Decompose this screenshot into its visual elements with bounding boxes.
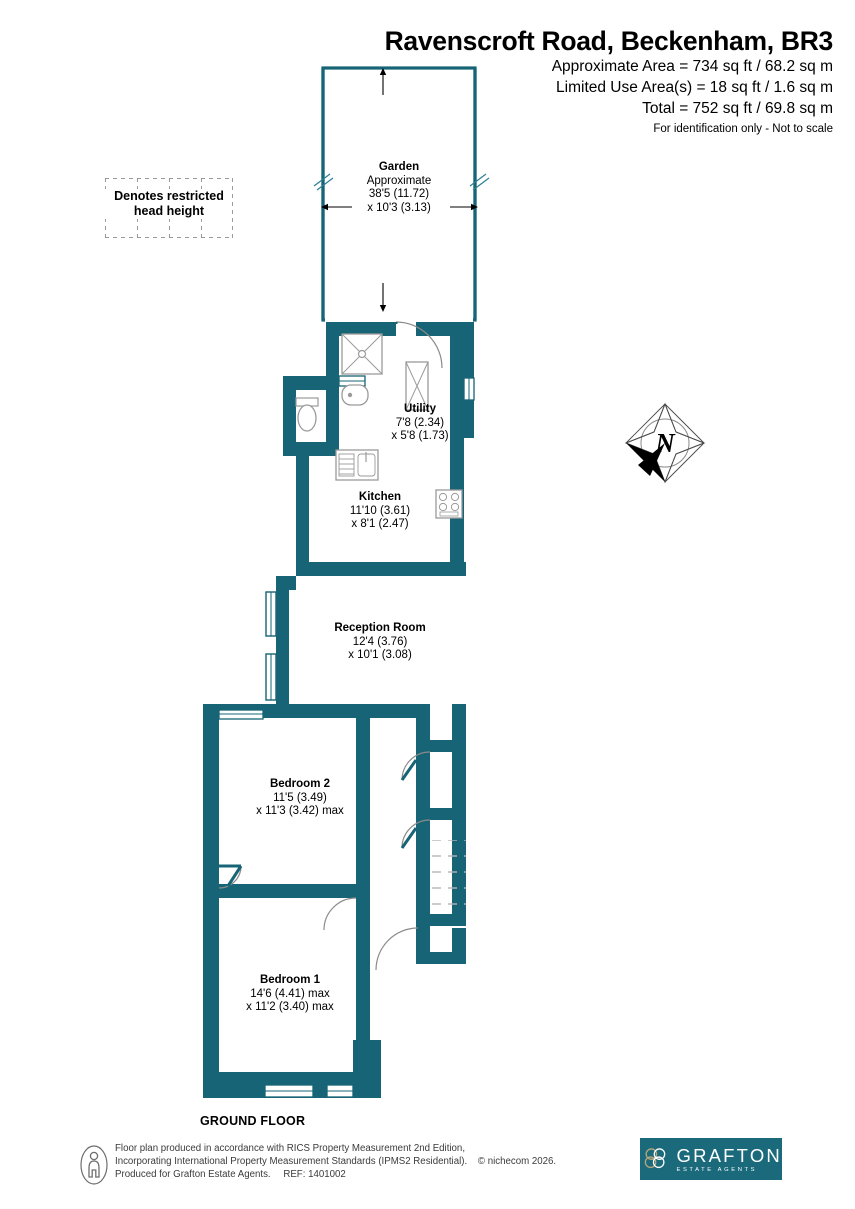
approximate-area: Approximate Area = 734 sq ft / 68.2 sq m bbox=[551, 58, 833, 76]
room-label-bedroom-2: Bedroom 2 11'5 (3.49) x 11'3 (3.42) max bbox=[230, 778, 370, 819]
restricted-head-height-legend: Denotes restricted head height bbox=[105, 178, 233, 238]
room-name: Bedroom 1 bbox=[259, 974, 321, 986]
room-dim-1: 11'10 (3.61) bbox=[349, 504, 411, 517]
room-dim-1: 38'5 (11.72) bbox=[368, 188, 430, 201]
room-label-kitchen: Kitchen 11'10 (3.61) x 8'1 (2.47) bbox=[320, 491, 440, 532]
room-label-utility: Utility 7'8 (2.34) x 5'8 (1.73) bbox=[360, 403, 480, 444]
footer-line-2: Incorporating International Property Mea… bbox=[115, 1156, 468, 1168]
hob-fixture bbox=[435, 489, 463, 519]
grafton-logo[interactable]: GRAFTON ESTATE AGENTS bbox=[640, 1138, 782, 1180]
room-dim-2: x 10'3 (3.13) bbox=[367, 201, 431, 214]
limited-use-area: Limited Use Area(s) = 18 sq ft / 1.6 sq … bbox=[556, 79, 833, 97]
door-leaves bbox=[219, 322, 418, 887]
total-area: Total = 752 sq ft / 69.8 sq m bbox=[642, 100, 833, 118]
room-name: Bedroom 2 bbox=[269, 778, 331, 790]
footer-line-3: Produced for Grafton Estate Agents. bbox=[115, 1169, 271, 1181]
room-label-garden: Garden Approximate 38'5 (11.72) x 10'3 (… bbox=[329, 161, 469, 215]
scale-disclaimer: For identification only - Not to scale bbox=[653, 123, 833, 136]
room-dim-2: x 5'8 (1.73) bbox=[391, 430, 449, 443]
window-openings bbox=[218, 375, 475, 1098]
room-dim-1: 14'6 (4.41) max bbox=[250, 987, 330, 1000]
legend-line-2: head height bbox=[133, 204, 205, 218]
grafton-rings-icon bbox=[644, 1148, 666, 1169]
room-name: Utility bbox=[404, 403, 436, 415]
footer-disclaimer: Floor plan produced in accordance with R… bbox=[115, 1142, 595, 1182]
room-label-bedroom-1: Bedroom 1 14'6 (4.41) max x 11'2 (3.40) … bbox=[220, 974, 360, 1015]
person-icon bbox=[80, 1145, 108, 1185]
utility-appliance bbox=[405, 361, 429, 411]
footer-line-1: Floor plan produced in accordance with R… bbox=[115, 1143, 466, 1154]
room-name: Garden bbox=[378, 161, 420, 173]
room-name: Reception Room bbox=[334, 622, 426, 634]
room-dim-1: 7'8 (2.34) bbox=[395, 416, 445, 429]
toilet-fixture bbox=[295, 397, 319, 432]
compass-rose bbox=[624, 402, 706, 484]
garden-outline bbox=[313, 66, 490, 322]
sink-fixture bbox=[335, 449, 379, 481]
washbasin-fixture bbox=[341, 384, 369, 406]
logo-subtitle: ESTATE AGENTS bbox=[676, 1166, 758, 1173]
room-dim-1: 11'5 (3.49) bbox=[273, 791, 327, 804]
footer-reference: REF: 1401002 bbox=[283, 1169, 346, 1181]
floor-level-label: GROUND FLOOR bbox=[200, 1114, 306, 1128]
room-label-reception-room: Reception Room 12'4 (3.76) x 10'1 (3.08) bbox=[310, 622, 450, 663]
legend-label: Denotes restricted head height bbox=[105, 189, 233, 219]
compass-north-label: N bbox=[654, 428, 676, 458]
logo-name: GRAFTON bbox=[676, 1144, 782, 1166]
room-dim-1: 12'4 (3.76) bbox=[352, 635, 408, 648]
room-dim-2: x 10'1 (3.08) bbox=[348, 649, 412, 662]
room-name: Kitchen bbox=[358, 491, 402, 503]
room-dim-2: x 11'2 (3.40) max bbox=[246, 1001, 334, 1014]
room-dim-2: x 11'3 (3.42) max bbox=[256, 805, 344, 818]
plan-header: Ravenscroft Road, Beckenham, BR3 Approxi… bbox=[213, 26, 834, 136]
room-dim-2: x 8'1 (2.47) bbox=[351, 518, 409, 531]
door-swings bbox=[218, 321, 443, 971]
restricted-head-height-area bbox=[430, 840, 466, 914]
footer-copyright: © nichecom 2026. bbox=[477, 1156, 557, 1168]
page-title: Ravenscroft Road, Beckenham, BR3 bbox=[384, 26, 834, 56]
shower-fixture bbox=[341, 333, 383, 375]
room-sub: Approximate bbox=[366, 174, 432, 187]
grafton-logo-text: GRAFTON ESTATE AGENTS bbox=[676, 1144, 782, 1173]
legend-line-1: Denotes restricted bbox=[114, 189, 224, 203]
